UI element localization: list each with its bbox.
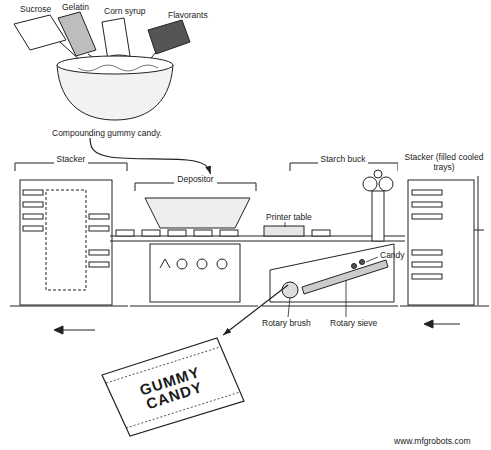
floor-line <box>400 306 489 307</box>
floor-line <box>130 306 258 307</box>
stacker-frame <box>20 180 112 305</box>
pump-symbol <box>197 259 207 269</box>
depositor-machine: Depositor <box>133 174 258 310</box>
tray <box>89 214 109 219</box>
tray <box>412 262 442 267</box>
flow-arrow <box>223 285 288 335</box>
tray <box>116 230 134 236</box>
bowl-rim <box>57 56 173 74</box>
pump-symbol <box>177 259 187 269</box>
stacker-inner <box>46 190 86 290</box>
corn-syrup-can <box>102 18 130 60</box>
conveyor-belt <box>110 236 405 241</box>
bracket <box>15 163 127 171</box>
tray <box>23 226 43 231</box>
tray <box>23 214 43 219</box>
tray <box>89 262 109 267</box>
mixing-bowl: Compounding gummy candy. <box>48 38 188 138</box>
tray <box>412 250 442 255</box>
tray <box>89 250 109 255</box>
candy-bag: GUMMY CANDY <box>92 335 252 440</box>
caption: Compounding gummy candy. <box>52 128 162 138</box>
stacker-machine: Stacker <box>12 154 130 310</box>
leader-lines <box>285 222 378 317</box>
tray <box>412 190 442 195</box>
gear <box>374 170 382 178</box>
bracket <box>135 183 256 191</box>
right-stacker <box>400 163 489 306</box>
bag-body <box>102 338 244 436</box>
printer-table <box>264 226 304 236</box>
rotary-brush <box>282 282 298 298</box>
left-stacker <box>10 163 128 306</box>
pump-symbol <box>160 259 170 268</box>
tray <box>412 274 442 279</box>
part-label: Printer table <box>266 212 312 222</box>
tray <box>412 202 442 207</box>
direction-arrow <box>430 324 460 325</box>
bowl-outline <box>48 38 188 138</box>
mixture-swirl <box>78 65 158 71</box>
part-label: Flavorants <box>168 10 208 20</box>
machine-label: Stacker (filled cooled trays) <box>398 152 490 172</box>
leader-line <box>288 298 290 317</box>
pump-symbol <box>217 259 227 269</box>
depositor <box>130 183 258 306</box>
tray <box>168 230 186 236</box>
starch-buck-machine: Starch buck <box>288 154 398 310</box>
stacker-machine: Stacker (filled cooled trays) <box>398 152 490 310</box>
candy-piece <box>360 260 365 265</box>
candy-piece <box>352 264 357 269</box>
tray <box>142 230 160 236</box>
sucrose-bag <box>14 15 66 50</box>
part-label: Rotary brush <box>262 318 311 328</box>
leader-line <box>366 257 378 262</box>
starch-buck <box>262 163 398 306</box>
hopper <box>145 198 250 228</box>
stacker-frame <box>408 180 474 305</box>
part-label: Rotary sieve <box>330 318 377 328</box>
conveyor <box>110 226 405 241</box>
gear <box>379 177 393 191</box>
part-label: Gelatin <box>62 2 89 12</box>
tray <box>23 190 43 195</box>
flavorants-bag <box>148 20 190 54</box>
rotary-sieve <box>302 260 388 294</box>
chute <box>372 191 384 241</box>
machine-label: Starch buck <box>318 154 369 164</box>
bag-seal <box>106 347 240 428</box>
bracket <box>290 163 398 171</box>
tray <box>194 230 212 236</box>
part-label: Corn syrup <box>104 6 146 16</box>
tray <box>89 226 109 231</box>
tray <box>412 214 442 219</box>
flow-arrow <box>90 138 211 174</box>
depositor-body <box>150 244 240 302</box>
gelatin-bag <box>58 12 96 56</box>
floor-line <box>262 306 398 307</box>
leader-line <box>285 222 286 227</box>
leader-line <box>346 280 347 317</box>
part-label: www.mfgrobots.com <box>394 436 471 446</box>
tray <box>220 230 238 236</box>
tray <box>312 230 330 236</box>
arrow-head <box>54 326 63 334</box>
buck-housing <box>270 244 394 302</box>
floor-line <box>10 306 128 307</box>
tray <box>23 202 43 207</box>
direction-arrow <box>60 330 95 331</box>
direction-arrows <box>54 320 460 334</box>
machine-label: Depositor <box>174 174 216 184</box>
gear <box>363 177 377 191</box>
arrow-head <box>424 320 433 328</box>
part-label: Candy <box>380 250 405 260</box>
part-label: Sucrose <box>20 4 51 14</box>
stacker-post <box>474 176 484 305</box>
machine-label: Stacker <box>54 154 89 164</box>
